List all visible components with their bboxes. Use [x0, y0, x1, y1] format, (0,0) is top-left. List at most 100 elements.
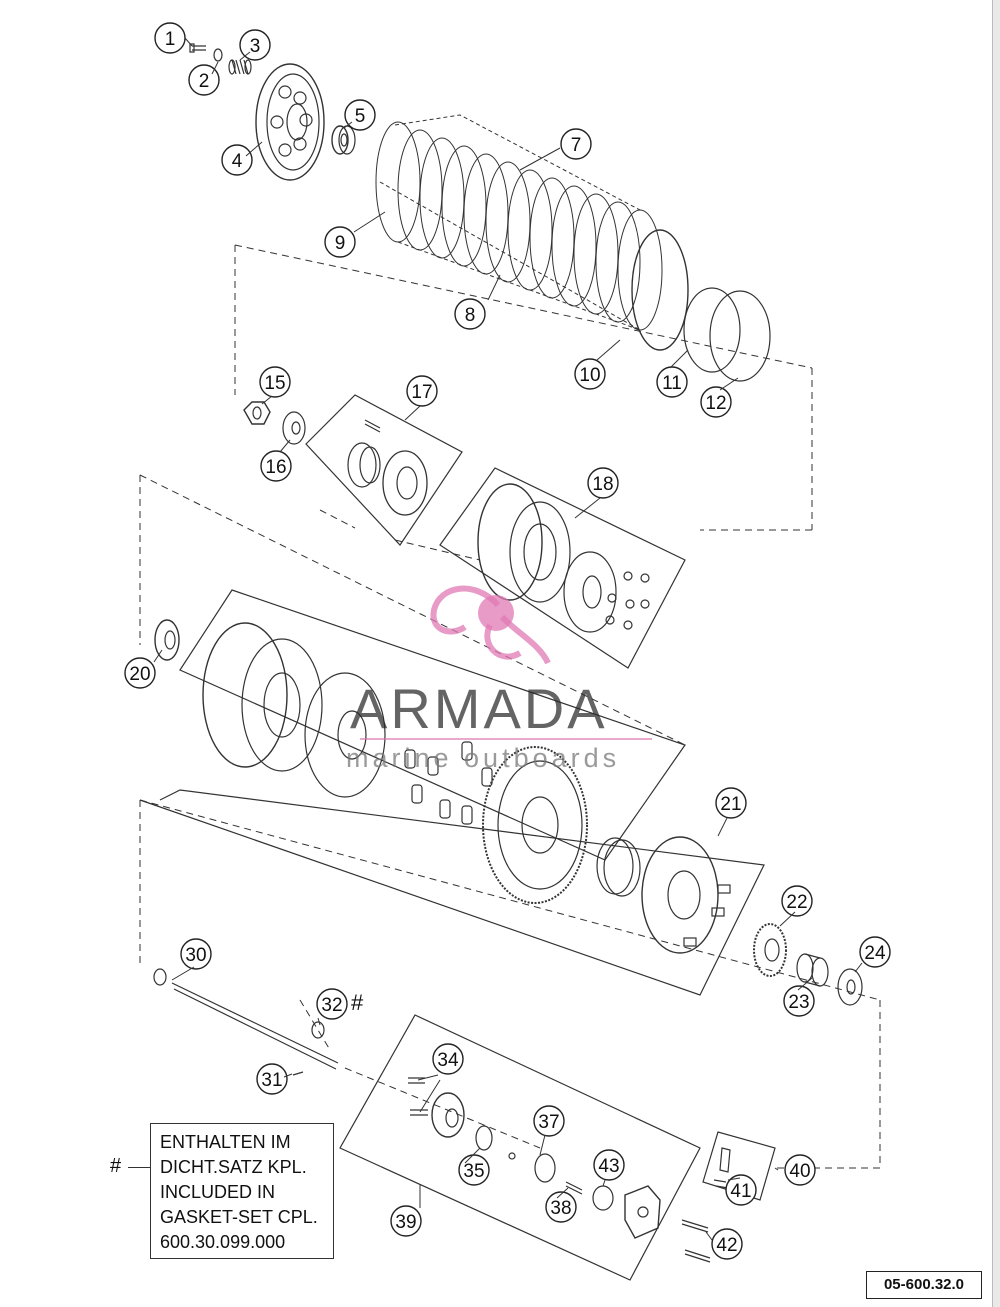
callout-circle-2 — [188, 64, 220, 96]
callout-label-18: 18 — [592, 474, 613, 495]
callout-label-34: 34 — [437, 1050, 459, 1071]
callout-circle-22 — [781, 885, 813, 917]
callout-label-2: 2 — [199, 71, 210, 92]
callout-label-35: 35 — [463, 1161, 484, 1182]
part-32-hash-marker: # — [351, 990, 364, 1015]
callout-label-20: 20 — [129, 664, 150, 685]
part-24-washer — [837, 968, 863, 1006]
callout-label-23: 23 — [788, 992, 809, 1013]
callout-circle-5 — [344, 99, 376, 131]
note-line: GASKET-SET CPL. — [160, 1207, 318, 1227]
callout-circle-37 — [533, 1105, 565, 1137]
part-21-housing-box — [139, 789, 765, 996]
callout-circle-32 — [316, 988, 348, 1020]
callout-label-39: 39 — [395, 1212, 416, 1233]
callout-circle-12 — [700, 386, 732, 418]
part-30-push-rod — [153, 968, 339, 1070]
callout-label-17: 17 — [411, 382, 432, 403]
page-edge — [992, 0, 1000, 1307]
callout-circle-38 — [545, 1191, 577, 1223]
part-18-inner-hub-group — [439, 467, 686, 669]
callout-circle-35 — [458, 1154, 490, 1186]
part-1-screw — [189, 43, 206, 53]
part-12-wire-ring — [709, 290, 771, 382]
part-17-hub-group — [305, 394, 463, 546]
callout-circle-15 — [259, 366, 291, 398]
part-39-group-box — [339, 1014, 701, 1281]
callout-circle-23 — [783, 985, 815, 1017]
callout-label-9: 9 — [335, 233, 346, 254]
callout-label-1: 1 — [165, 29, 176, 50]
part-32-seal — [311, 1021, 325, 1039]
callout-label-8: 8 — [465, 305, 476, 326]
callout-circle-17 — [406, 375, 438, 407]
callout-circle-8 — [454, 298, 486, 330]
callout-circle-16 — [260, 450, 292, 482]
callout-label-30: 30 — [185, 945, 206, 966]
part-15-nut — [243, 401, 271, 425]
callout-label-37: 37 — [538, 1112, 559, 1133]
callout-label-15: 15 — [264, 373, 285, 394]
drawing-number: 05-600.32.0 — [866, 1271, 982, 1299]
note-line: ENTHALTEN IM — [160, 1132, 291, 1152]
leader-lines — [153, 37, 863, 1241]
callout-label-42: 42 — [716, 1235, 737, 1256]
callout-circle-39 — [390, 1205, 422, 1237]
part-37-piston — [508, 1152, 556, 1183]
callout-circle-30 — [180, 938, 212, 970]
part-23-needle-bearing — [796, 953, 829, 987]
callout-circle-42 — [711, 1228, 743, 1260]
part-20-outer-basket — [179, 589, 686, 861]
part-38-spring — [565, 1181, 583, 1195]
callout-label-7: 7 — [571, 135, 582, 156]
part-7-9-clutch-disc-stack — [375, 114, 689, 351]
callout-label-40: 40 — [789, 1161, 810, 1182]
gasket-hash-leader — [128, 1167, 150, 1168]
part-5-bearing — [331, 125, 356, 155]
callout-circle-10 — [574, 358, 606, 390]
gasket-hash-marker: # — [110, 1155, 122, 1177]
part-34-cover — [408, 1077, 465, 1138]
gasket-set-note: ENTHALTEN IM DICHT.SATZ KPL. INCLUDED IN… — [150, 1123, 334, 1259]
callout-circle-34 — [432, 1043, 464, 1075]
part-21-wire-rings — [596, 837, 641, 897]
part-21-driver-plate — [641, 836, 731, 954]
part-21-primary-gear — [482, 746, 588, 904]
callout-circle-40 — [784, 1154, 816, 1186]
note-line: 600.30.099.000 — [160, 1232, 286, 1252]
watermark-brand: ARMADA — [350, 677, 608, 740]
callout-label-31: 31 — [261, 1070, 282, 1091]
callout-circle-43 — [593, 1149, 625, 1181]
callout-label-4: 4 — [232, 151, 243, 172]
callout-label-43: 43 — [598, 1156, 619, 1177]
callout-label-41: 41 — [730, 1181, 751, 1202]
callout-label-5: 5 — [355, 106, 366, 127]
callout-circle-11 — [656, 366, 688, 398]
callout-label-21: 21 — [720, 794, 741, 815]
callout-circle-24 — [859, 936, 891, 968]
callout-label-16: 16 — [265, 457, 286, 478]
callout-label-22: 22 — [786, 892, 807, 913]
callout-circle-31 — [256, 1063, 288, 1095]
callout-label-38: 38 — [550, 1198, 571, 1219]
callout-label-12: 12 — [705, 393, 726, 414]
part-39-cylinder-housing — [624, 1185, 661, 1239]
part-35-o-ring — [475, 1125, 493, 1151]
callout-group — [124, 22, 891, 1260]
callout-circle-41 — [725, 1174, 757, 1206]
callout-circle-18 — [587, 467, 619, 499]
part-42-bolts — [681, 1219, 711, 1263]
part-31-pin — [292, 1071, 304, 1076]
part-16-washer — [282, 411, 306, 445]
part-3-spring — [228, 59, 252, 75]
part-2-washer — [213, 48, 223, 62]
armada-propeller-logo — [430, 585, 551, 665]
watermark-tagline: marine outboards — [346, 743, 621, 773]
callout-circle-4 — [221, 144, 253, 176]
note-line: INCLUDED IN — [160, 1182, 276, 1202]
part-20-seal — [154, 619, 180, 661]
note-line: DICHT.SATZ KPL. — [160, 1157, 307, 1177]
part-21-damper-springs — [404, 741, 493, 825]
part-22-sprocket — [753, 923, 787, 977]
